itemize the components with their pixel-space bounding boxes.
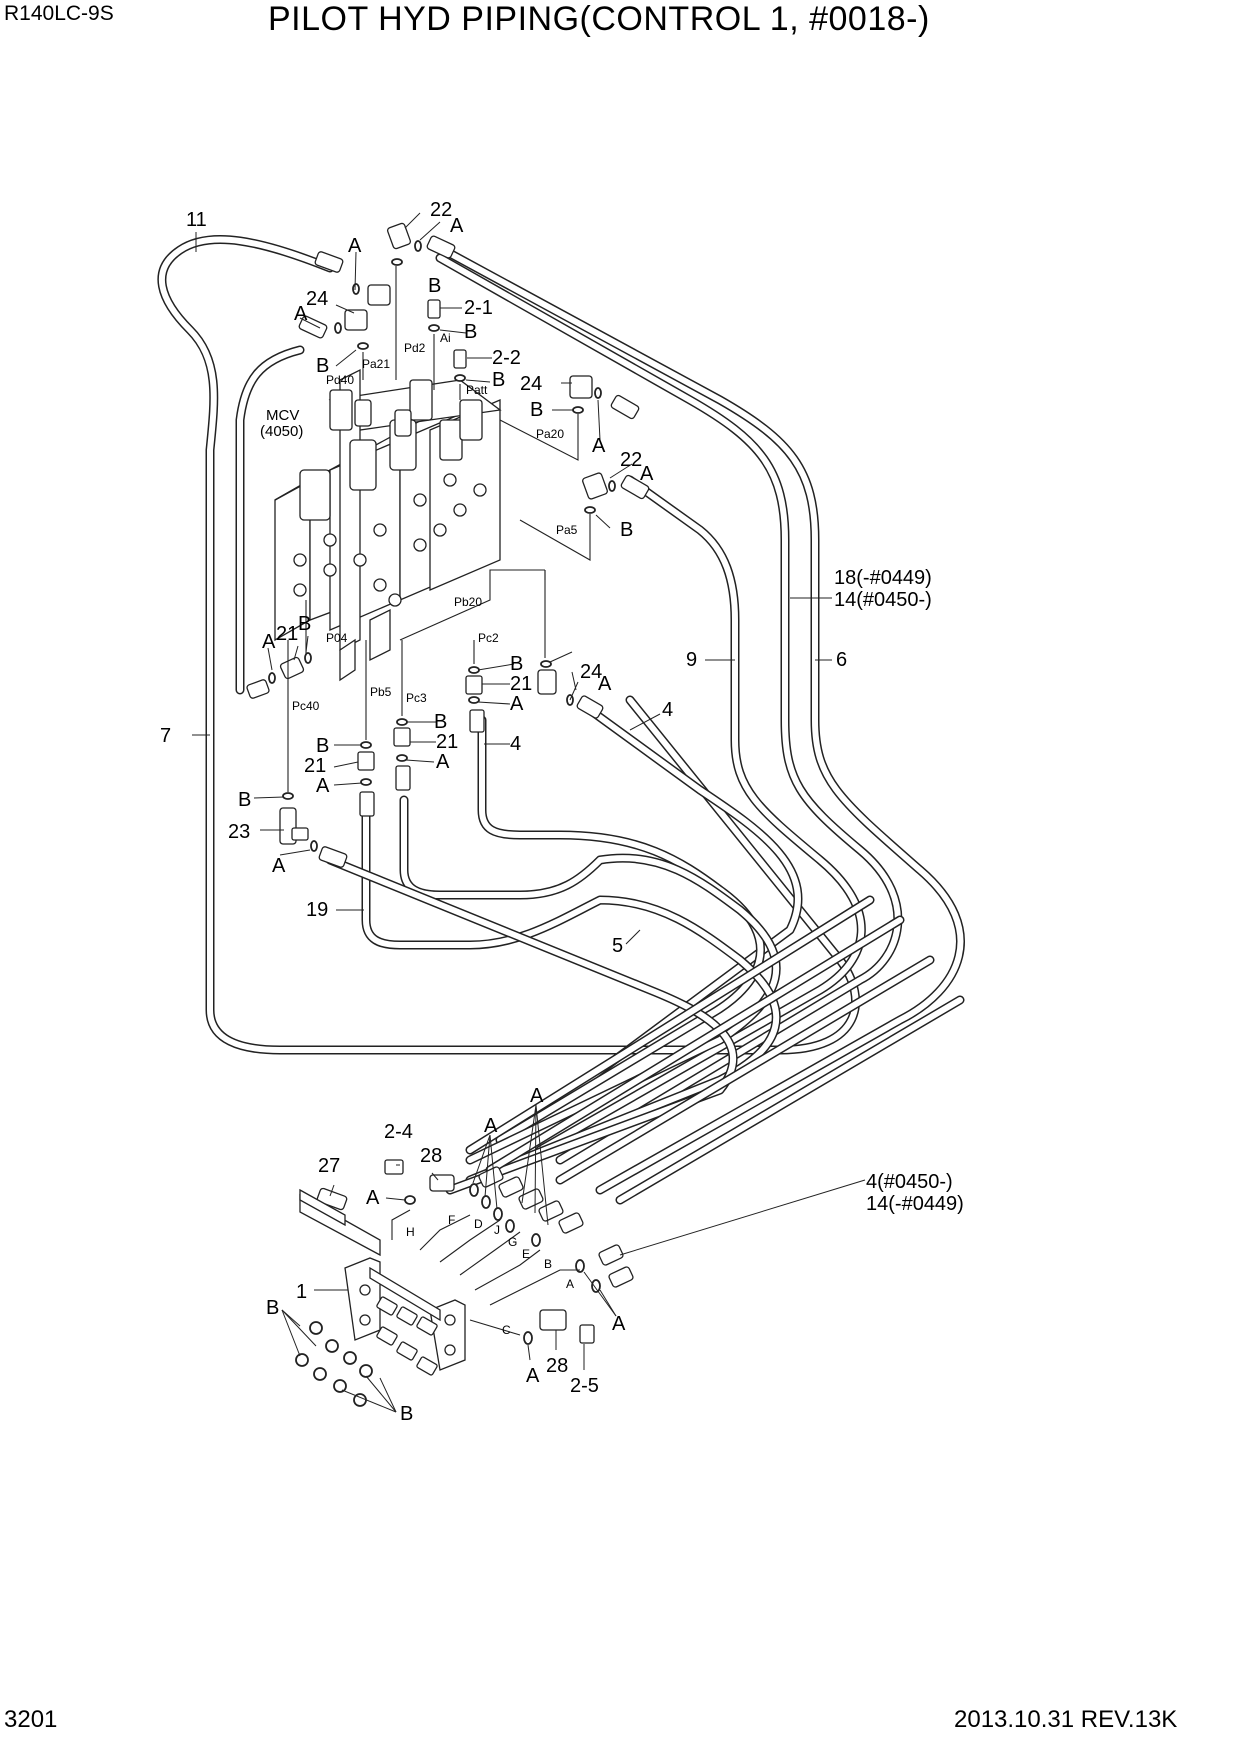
label-B-24-top: B: [316, 355, 329, 377]
label-A-24-top: A: [294, 303, 308, 325]
label-A-top-left: A: [348, 235, 362, 257]
label-2-2: 2-2: [492, 347, 521, 369]
port-B: B: [544, 1257, 552, 1271]
label-B-22-right: B: [620, 519, 633, 541]
page-title: PILOT HYD PIPING(CONTROL 1, #0018-): [268, 0, 930, 38]
label-18: 18(-#0449): [834, 567, 932, 589]
label-21-Pc2: 21: [510, 673, 532, 695]
port-D: D: [474, 1217, 483, 1231]
port-H: H: [406, 1225, 415, 1239]
label-21-Pc3: 21: [436, 731, 458, 753]
label-B-24-right: B: [530, 399, 543, 421]
label-4-b: 4: [510, 733, 521, 755]
label-28-top: 28: [420, 1145, 442, 1167]
label-27: 27: [318, 1155, 340, 1177]
revision-date: 2013.10.31 REV.13K: [954, 1706, 1178, 1733]
label-A-Pb5: A: [316, 775, 330, 797]
port-Pa20: Pa20: [536, 427, 564, 441]
port-Pa21: Pa21: [362, 357, 390, 371]
label-2-5: 2-5: [570, 1375, 599, 1397]
label-A-22-right: A: [640, 463, 654, 485]
label-22-right: 22: [620, 449, 642, 471]
label-B-Pb5: B: [316, 735, 329, 757]
port-Pa5: Pa5: [556, 523, 578, 537]
port-Pd2: Pd2: [404, 341, 426, 355]
label-24-right: 24: [520, 373, 542, 395]
label-28-lower: 28: [546, 1355, 568, 1377]
label-4-a: 4: [662, 699, 673, 721]
label-19: 19: [306, 899, 328, 921]
port-Pc2: Pc2: [478, 631, 499, 645]
leader-lines: [192, 212, 866, 1413]
label-9: 9: [686, 649, 697, 671]
label-B-2-2: B: [492, 369, 505, 391]
label-B-21-left: B: [298, 613, 311, 635]
port-Patt: Patt: [466, 383, 488, 397]
label-B-Pc3: B: [434, 711, 447, 733]
label-5: 5: [612, 935, 623, 957]
label-2-1: 2-1: [464, 297, 493, 319]
label-B-Pc2: B: [510, 653, 523, 675]
mcv-label: MCV: [266, 407, 299, 424]
port-A: A: [566, 1277, 574, 1291]
label-B-left-rings: B: [266, 1297, 279, 1319]
port-Pd40: Pd40: [326, 373, 354, 387]
label-A-H: A: [366, 1187, 380, 1209]
port-J: J: [494, 1223, 500, 1237]
label-14: 14(#0450-): [834, 589, 932, 611]
label-A-cluster-2: A: [530, 1085, 544, 1107]
label-A-28-lower: A: [612, 1313, 626, 1335]
label-6: 6: [836, 649, 847, 671]
label-A-23: A: [272, 855, 286, 877]
label-B-23: B: [238, 789, 251, 811]
port-P04: P04: [326, 631, 348, 645]
model-number: R140LC-9S: [4, 2, 114, 25]
port-Pc40: Pc40: [292, 699, 320, 713]
mcv-number: (4050): [260, 423, 303, 440]
label-A-21-left: A: [262, 631, 276, 653]
label-21-left: 21: [276, 623, 298, 645]
label-1: 1: [296, 1281, 307, 1303]
label-A-cluster-1: A: [484, 1115, 498, 1137]
label-24-top: 24: [306, 288, 328, 310]
port-E: E: [522, 1247, 530, 1261]
main-control-valve: [274, 368, 502, 682]
label-21-Pb5: 21: [304, 755, 326, 777]
label-B-2-1: B: [464, 321, 477, 343]
label-14-0449: 14(-#0449): [866, 1193, 964, 1215]
label-2-4: 2-4: [384, 1121, 413, 1143]
fittings: [246, 222, 650, 868]
port-Ai: Ai: [440, 331, 451, 345]
page-number: 3201: [4, 1706, 58, 1733]
label-A-24-right: A: [592, 435, 606, 457]
pilot-lines: [287, 266, 591, 1336]
label-22-top: 22: [430, 199, 452, 221]
part-labels: 11 22 A A B 24 A 2-1 B B 2-2 B 24 B A 22…: [160, 199, 964, 1425]
label-A-22-top: A: [450, 215, 464, 237]
label-4-0450: 4(#0450-): [866, 1171, 953, 1193]
port-G: G: [508, 1235, 517, 1249]
label-B-bottom-rings: B: [400, 1403, 413, 1425]
label-11: 11: [186, 209, 207, 231]
remote-control-valve: [295, 1159, 634, 1407]
port-Pb20: Pb20: [454, 595, 482, 609]
label-24-center: 24: [580, 661, 602, 683]
port-Pb5: Pb5: [370, 685, 392, 699]
label-A-lower: A: [526, 1365, 540, 1387]
label-A-24-center: A: [598, 673, 612, 695]
label-23: 23: [228, 821, 250, 843]
label-A-Pc3: A: [436, 751, 450, 773]
port-labels: Pd40 Pa21 Pd2 Ai Patt Pa20 Pa5 Pb20 Pc2 …: [260, 331, 578, 1337]
hose-group: [157, 235, 965, 1205]
port-Pc3: Pc3: [406, 691, 427, 705]
port-F: F: [448, 1213, 455, 1227]
label-7: 7: [160, 725, 171, 747]
label-A-Pc2: A: [510, 693, 524, 715]
label-B-22-top: B: [428, 275, 441, 297]
port-C: C: [502, 1323, 511, 1337]
